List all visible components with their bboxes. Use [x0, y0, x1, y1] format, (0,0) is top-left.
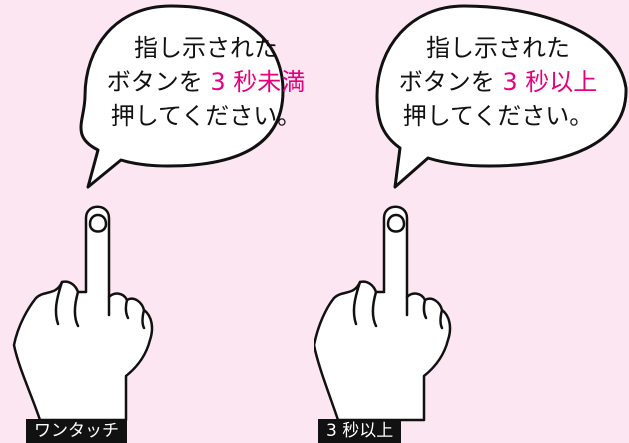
- instruction-line-3: 押してください。: [110, 102, 302, 130]
- instruction-prefix: ボタンを: [106, 68, 203, 96]
- instruction-text: 指し示された ボタンを 3 秒未満 押してください。: [96, 31, 316, 133]
- pointing-hand-icon: [12, 205, 154, 422]
- mode-label: ワンタッチ: [26, 419, 127, 443]
- pointing-hand-icon: [314, 205, 452, 422]
- instruction-line-1: 指し示された: [134, 34, 278, 62]
- duration-highlight: 3 秒以上: [502, 68, 598, 96]
- instruction-line-1: 指し示された: [426, 34, 570, 62]
- duration-highlight: 3 秒未満: [210, 68, 306, 96]
- instruction-prefix: ボタンを: [398, 68, 495, 96]
- panel-art: [314, 4, 628, 422]
- speech-bubble: [375, 4, 628, 189]
- three-second-panel: 指し示された ボタンを 3 秒以上 押してください。 3 秒以上: [314, 0, 628, 443]
- instruction-line-2: ボタンを 3 秒未満: [96, 65, 316, 99]
- instruction-line-3: 押してください。: [402, 102, 594, 130]
- instruction-text: 指し示された ボタンを 3 秒以上 押してください。: [388, 31, 608, 133]
- one-touch-panel: 指し示された ボタンを 3 秒未満 押してください。 ワンタッチ: [0, 0, 314, 443]
- mode-label: 3 秒以上: [318, 419, 402, 443]
- speech-bubble: [79, 4, 285, 189]
- panel-art: [12, 4, 285, 422]
- instruction-line-2: ボタンを 3 秒以上: [388, 65, 608, 99]
